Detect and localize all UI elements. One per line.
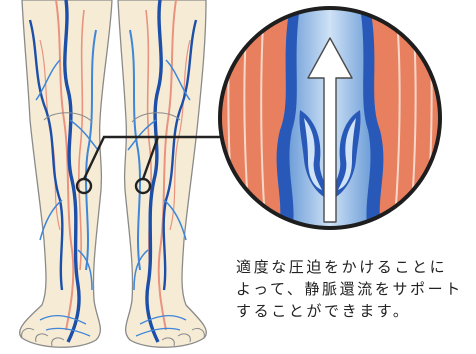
caption-line-1: 適度な圧迫をかけることに bbox=[236, 256, 476, 278]
caption-text: 適度な圧迫をかけることに よって、静脈還流をサポート することができます。 bbox=[236, 256, 476, 322]
legs-illustration bbox=[20, 0, 207, 347]
caption-line-3: することができます。 bbox=[236, 300, 476, 322]
right-leg bbox=[118, 0, 206, 347]
left-leg bbox=[20, 0, 112, 347]
vein-valve-magnified-icon bbox=[218, 6, 444, 232]
caption-line-2: よって、静脈還流をサポート bbox=[236, 278, 476, 300]
